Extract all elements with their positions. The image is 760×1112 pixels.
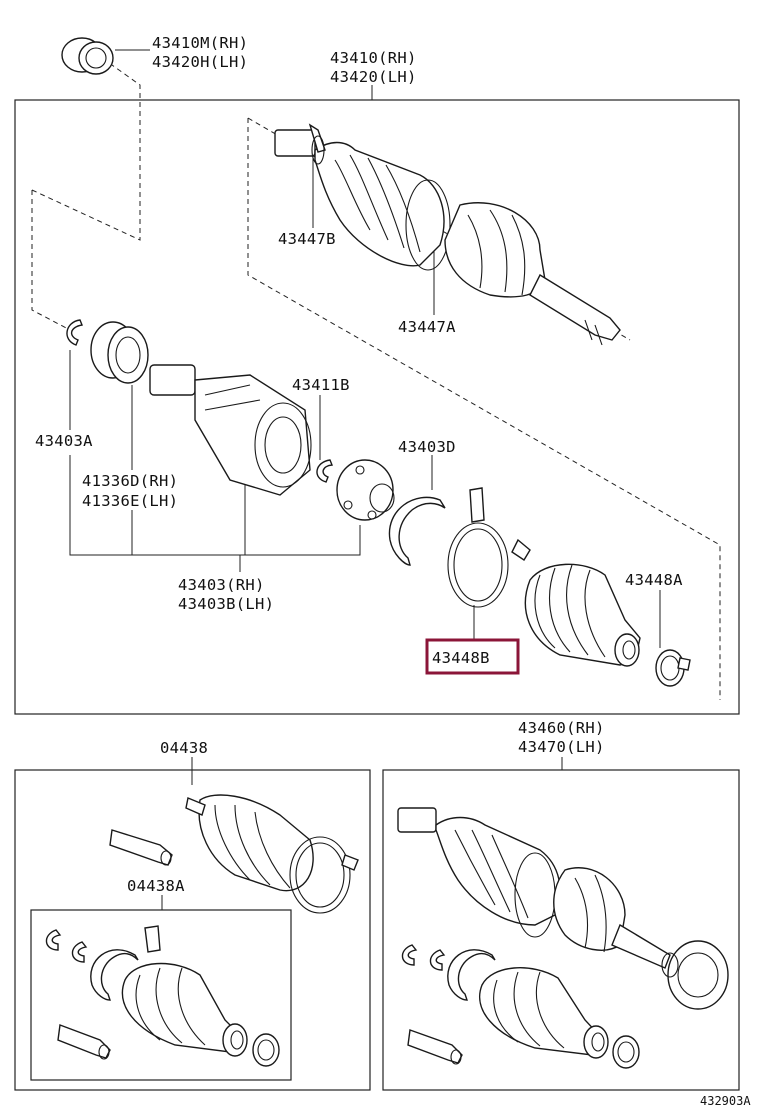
label-43448B[interactable]: 43448B bbox=[432, 649, 490, 667]
shaft-assembly-frame bbox=[382, 769, 740, 1091]
label-43470[interactable]: 43470(LH) bbox=[518, 738, 605, 756]
label-43410M[interactable]: 43410M(RH) bbox=[152, 34, 248, 52]
label-43460[interactable]: 43460(RH) bbox=[518, 719, 605, 737]
inner-joint-housing-drawing bbox=[149, 364, 312, 496]
clamp-43448B-drawing bbox=[447, 487, 531, 608]
snap-ring-43403A-drawing bbox=[66, 319, 83, 346]
label-43410[interactable]: 43410(RH) bbox=[330, 49, 417, 67]
inner-boot-drawing bbox=[524, 563, 641, 667]
label-04438A[interactable]: 04438A bbox=[127, 877, 185, 895]
ring-43403D-drawing bbox=[388, 496, 446, 566]
label-43403A[interactable]: 43403A bbox=[35, 432, 93, 450]
highlight-box-43448B bbox=[425, 638, 520, 675]
label-43448A[interactable]: 43448A bbox=[625, 571, 683, 589]
lead-43403 bbox=[239, 480, 246, 572]
seal-43410M-drawing bbox=[61, 37, 114, 75]
label-43447B[interactable]: 43447B bbox=[278, 230, 336, 248]
main-assembly-frame bbox=[14, 99, 740, 715]
figure-code: 432903A bbox=[700, 1094, 751, 1108]
clip-43411B-drawing bbox=[316, 459, 333, 483]
label-41336E[interactable]: 41336E(LH) bbox=[82, 492, 178, 510]
label-43420H[interactable]: 43420H(LH) bbox=[152, 53, 248, 71]
label-41336D[interactable]: 41336D(RH) bbox=[82, 472, 178, 490]
outer-joint-assembly-drawing bbox=[274, 123, 621, 346]
clamp-43448A-drawing bbox=[655, 649, 691, 687]
boot-kit-04438-drawing bbox=[109, 794, 359, 914]
tripod-spider-drawing bbox=[336, 459, 395, 521]
label-43411B[interactable]: 43411B bbox=[292, 376, 350, 394]
boot-kit-inner-frame bbox=[30, 909, 292, 1081]
lead-43403A bbox=[69, 350, 361, 556]
label-04438[interactable]: 04438 bbox=[160, 739, 208, 757]
seal-41336-drawing bbox=[90, 321, 149, 384]
inner-joint-dashed-group bbox=[31, 64, 141, 331]
label-43420[interactable]: 43420(LH) bbox=[330, 68, 417, 86]
label-43403BLH[interactable]: 43403B(LH) bbox=[178, 595, 274, 613]
label-43403D[interactable]: 43403D bbox=[398, 438, 456, 456]
label-43447A[interactable]: 43447A bbox=[398, 318, 456, 336]
shaft-assembly-43460-drawing bbox=[397, 807, 729, 1069]
label-43403RH[interactable]: 43403(RH) bbox=[178, 576, 265, 594]
boot-kit-04438A-drawing bbox=[45, 925, 280, 1067]
